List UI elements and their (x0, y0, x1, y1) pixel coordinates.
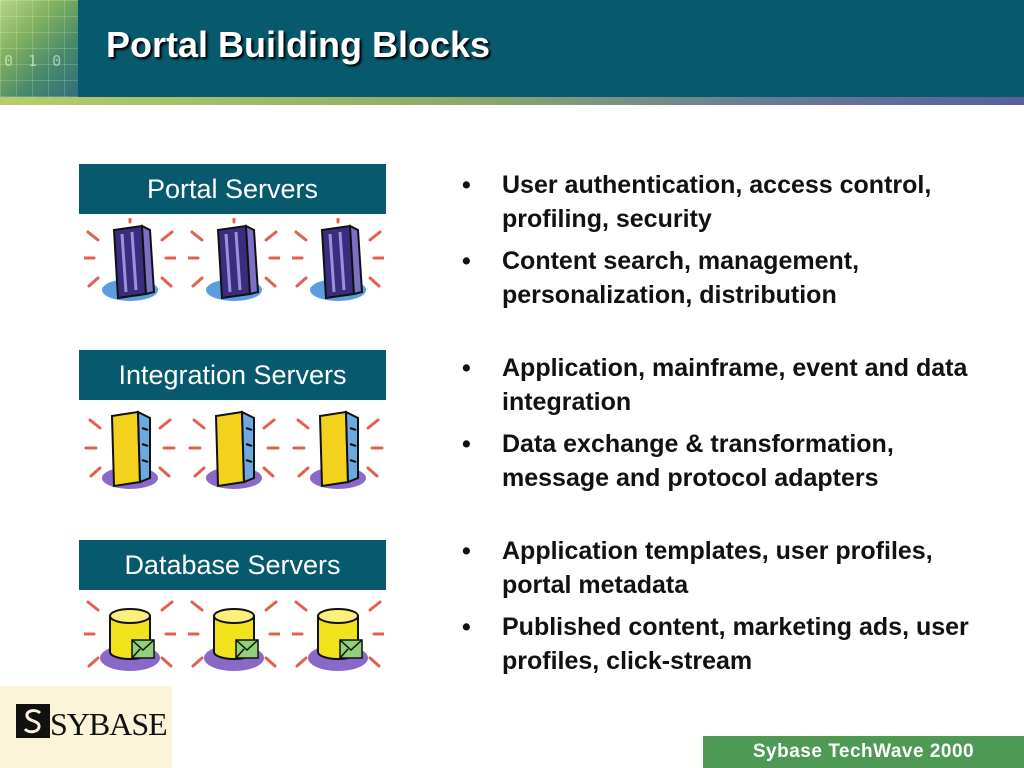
tower-server-icon (188, 218, 280, 301)
slide-header: 0 1 0 Portal Building Blocks (0, 0, 1024, 97)
bullet-item: • Application, mainframe, event and data… (462, 351, 1002, 419)
app-server-icon (84, 410, 176, 489)
portal-servers-label: Portal Servers (79, 164, 386, 214)
database-server-icon (292, 600, 384, 671)
integration-servers-label: Integration Servers (79, 350, 386, 400)
integration-servers-icons (84, 404, 384, 494)
bullet-text: User authentication, access control, pro… (502, 171, 932, 233)
header-decorative-image: 0 1 0 (0, 0, 78, 97)
database-servers-label: Database Servers (79, 540, 386, 590)
database-servers-bullets: • Application templates, user profiles, … (462, 534, 1002, 686)
app-server-icon (292, 410, 384, 489)
bullet-item: • Published content, marketing ads, user… (462, 610, 1002, 678)
bullet-dot: • (462, 430, 471, 458)
database-server-icon (188, 600, 280, 671)
bullet-dot: • (462, 537, 471, 565)
bullet-text: Content search, management, personalizat… (502, 247, 860, 309)
bullet-dot: • (462, 613, 471, 641)
bullet-item: • Content search, management, personaliz… (462, 244, 1002, 312)
bullet-dot: • (462, 171, 471, 199)
integration-servers-bullets: • Application, mainframe, event and data… (462, 351, 1002, 503)
portal-servers-icons (84, 218, 384, 308)
bullet-dot: • (462, 354, 471, 382)
tower-server-icon (292, 218, 384, 301)
sybase-wordmark: SYBASE (50, 706, 168, 742)
techwave-footer-badge: Sybase TechWave 2000 (703, 736, 1024, 768)
bullet-item: • Data exchange & transformation, messag… (462, 427, 1002, 495)
bullet-item: • User authentication, access control, p… (462, 168, 1002, 236)
bullet-dot: • (462, 247, 471, 275)
header-gradient-rule (0, 97, 1024, 105)
portal-servers-bullets: • User authentication, access control, p… (462, 168, 1002, 320)
slide-title: Portal Building Blocks (106, 24, 491, 65)
sybase-mark-icon (16, 704, 50, 738)
bullet-text: Data exchange & transformation, message … (502, 430, 894, 492)
database-servers-icons (84, 594, 384, 684)
bullet-text: Application templates, user profiles, po… (502, 537, 933, 599)
bullet-item: • Application templates, user profiles, … (462, 534, 1002, 602)
bullet-text: Application, mainframe, event and data i… (502, 354, 968, 416)
tower-server-icon (84, 218, 176, 301)
header-binary-digits: 0 1 0 (4, 52, 65, 70)
app-server-icon (188, 410, 280, 489)
sybase-logo: SYBASE (0, 686, 172, 768)
bullet-text: Published content, marketing ads, user p… (502, 613, 969, 675)
header-grid-pattern (0, 0, 78, 97)
database-server-icon (84, 600, 176, 671)
